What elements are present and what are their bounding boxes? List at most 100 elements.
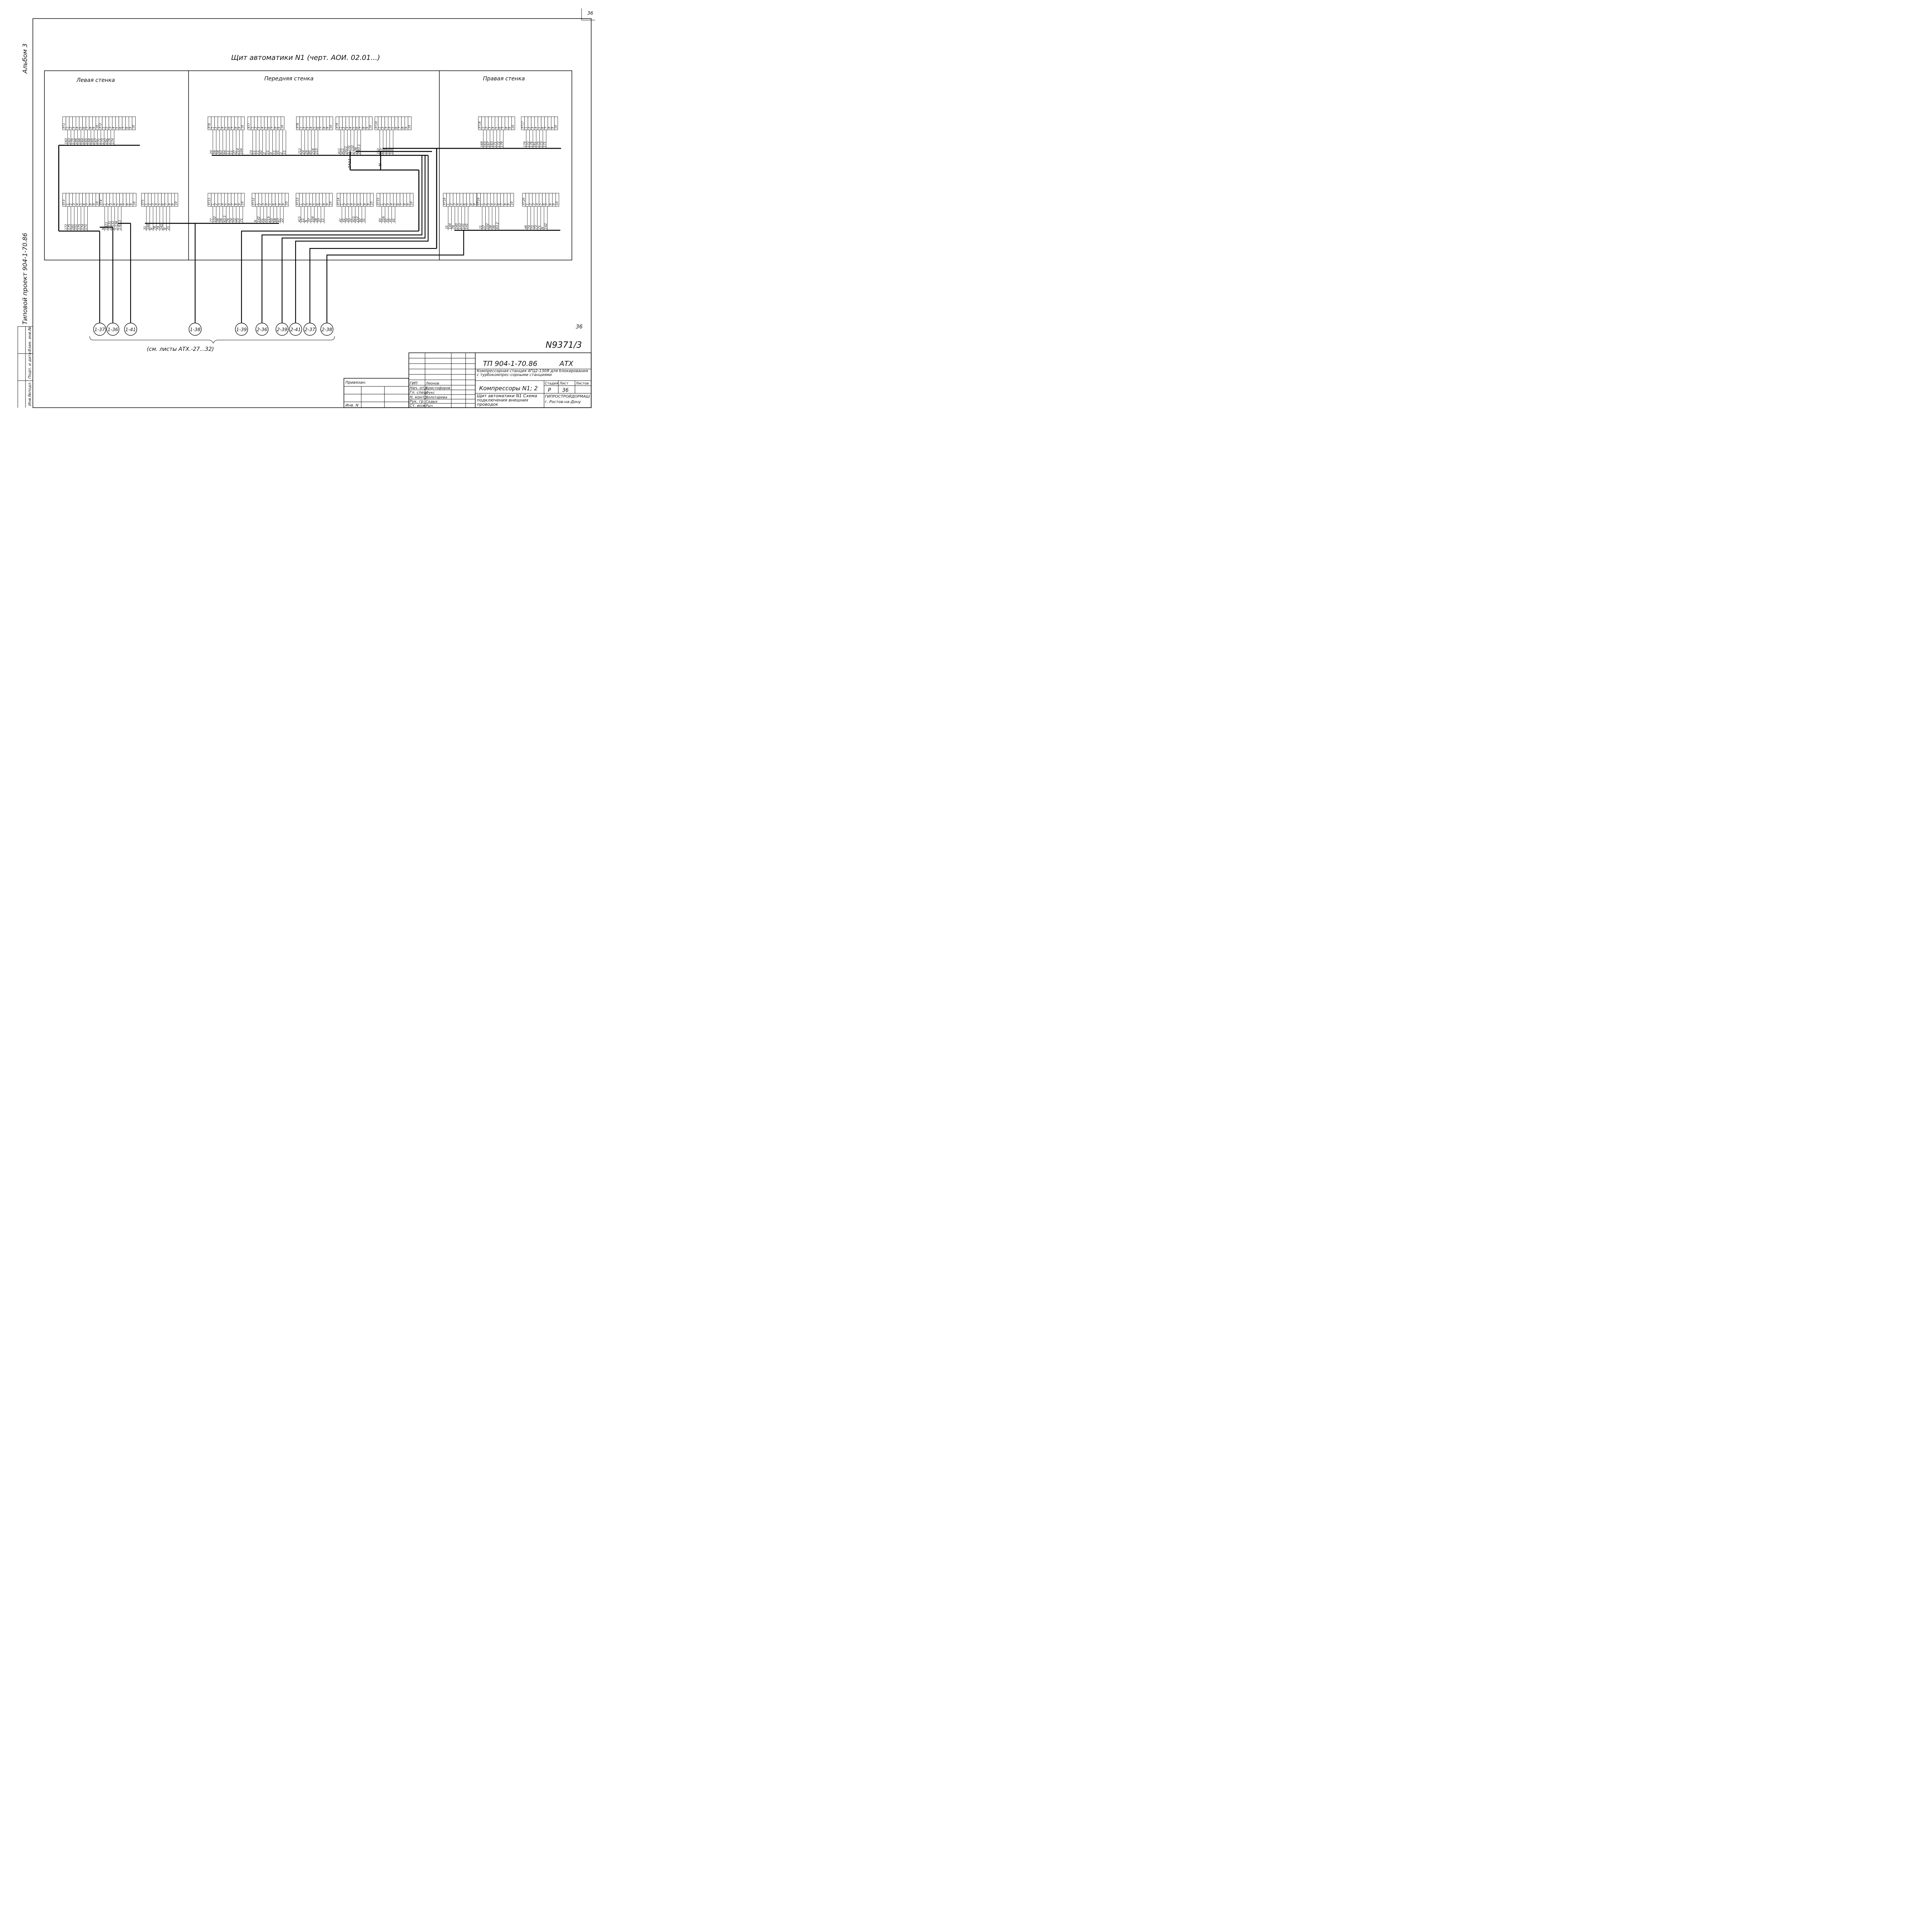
wire-label: 68	[274, 218, 277, 222]
terminal-number: 7	[231, 203, 234, 205]
panel-label-front: Передняя стенка	[264, 76, 313, 82]
wire-label: 92	[359, 218, 362, 222]
terminal-cell	[370, 193, 374, 207]
terminal-number: 10	[133, 201, 136, 205]
wire-label: 74	[527, 225, 531, 229]
wire-label: 1-63.1	[118, 220, 121, 230]
terminal-cell	[285, 193, 289, 207]
wire-label: 174	[111, 138, 114, 144]
terminal-number: 4	[390, 203, 393, 205]
wire-label: N	[101, 228, 105, 230]
terminal-number: 2	[343, 203, 347, 205]
wire-label: 71	[240, 218, 243, 222]
inv-label: Инв. N	[345, 403, 359, 408]
wire-label: 56	[213, 150, 216, 154]
organization: ГИПРОСТРОЙДОРМАШ г. Ростов-на-Дону	[545, 395, 590, 404]
cable-label: 2-36	[257, 327, 267, 332]
doc-code: ТП 904-1-70.86	[483, 360, 537, 368]
cable-label: 2-41	[290, 327, 301, 332]
terminal-number: 4	[221, 203, 224, 205]
terminal-number: 10	[174, 201, 178, 205]
wire-label: 161	[71, 224, 75, 230]
terminal-number: 2	[483, 203, 487, 205]
wire-label: 215	[315, 148, 318, 154]
terminal-number: 10	[511, 125, 515, 129]
terminal-number: 1	[524, 127, 528, 129]
cable-circle	[106, 323, 119, 336]
terminal-number: 8	[549, 203, 552, 205]
terminal-number: 6	[357, 203, 360, 205]
terminal-number: 2	[258, 203, 262, 205]
terminal-number: 8	[168, 203, 171, 205]
wire-label: 172	[526, 141, 530, 147]
wire-label: 172	[64, 224, 68, 230]
wire-label: 172	[497, 141, 500, 147]
terminal-cell	[554, 116, 558, 130]
terminal-number: 5	[352, 127, 355, 129]
wire-label: 41	[342, 218, 345, 222]
object-name: Компрессорная станция 4ГЦ2-130Я для блок…	[477, 369, 588, 377]
sheet-title-box: Щит автоматики N1 Схема подключения внеш…	[477, 394, 537, 406]
terminal-number: 9	[551, 127, 554, 129]
terminal-number: 7	[360, 203, 363, 205]
terminal-number: 3	[488, 127, 492, 129]
cable-label: 2-38	[321, 327, 332, 332]
terminal-number: 1	[211, 203, 214, 205]
wire-label: 163	[68, 138, 71, 144]
route-2-37	[309, 248, 437, 323]
terminal-number: 7	[359, 127, 362, 129]
cable-circle	[303, 323, 316, 336]
wire-label: 23	[249, 150, 253, 154]
terminal-number: 1	[340, 203, 344, 205]
terminal-number: 9	[366, 127, 369, 129]
terminal-number: 8	[89, 203, 92, 205]
wire-label: 163	[490, 141, 493, 147]
terminal-number: 5	[116, 203, 119, 205]
name-3: Золотарева	[426, 396, 447, 400]
terminal-number: 3	[306, 127, 310, 129]
terminal-number: 2	[105, 127, 109, 129]
terminal-number: 2	[214, 203, 218, 205]
terminal-number: 10	[285, 201, 288, 205]
side-stamp-sign: Подп. и дата	[28, 352, 32, 379]
wire-label: 64	[223, 150, 226, 154]
terminal-number: 5	[313, 127, 316, 129]
cable-circle	[124, 323, 137, 336]
wire-label: 74	[230, 218, 233, 222]
terminal-block-id: XT11	[207, 198, 211, 206]
wire-label: 2A11	[344, 146, 348, 154]
terminal-block-id: XT16	[478, 121, 481, 129]
wire-label: 140	[455, 223, 458, 229]
cables-brace	[89, 336, 335, 344]
sheet-header: Лист	[559, 382, 569, 386]
terminal-number: 4	[76, 203, 79, 205]
terminal-number: 2	[302, 203, 306, 205]
terminal-number: 5	[264, 127, 267, 129]
terminal-number: 9	[238, 203, 241, 205]
terminal-number: 6	[541, 127, 544, 129]
wire-label: 171	[493, 141, 497, 147]
terminal-block-id: XT8	[296, 123, 299, 129]
role-5: Ст. инж.	[410, 404, 427, 408]
wire-label: 11	[226, 150, 230, 154]
terminal-number: 1	[102, 127, 105, 129]
terminal-number: 3	[531, 127, 534, 129]
terminal-number: 1	[66, 203, 69, 205]
wire-label: 41	[392, 218, 395, 222]
wire-label: 2	[263, 152, 266, 154]
wire-label: 73	[236, 218, 240, 222]
wire-label: 63.1	[223, 215, 226, 222]
wire-label: 141	[461, 223, 465, 229]
wire-label: 141	[160, 224, 163, 230]
terminal-number: 7	[500, 203, 503, 205]
terminal-number: 3	[487, 203, 490, 205]
terminal-cell	[174, 193, 179, 207]
cable-circle	[276, 323, 289, 336]
wire-label: 174	[81, 224, 84, 230]
terminal-number: 9	[367, 203, 370, 205]
terminal-number: 1	[299, 203, 303, 205]
